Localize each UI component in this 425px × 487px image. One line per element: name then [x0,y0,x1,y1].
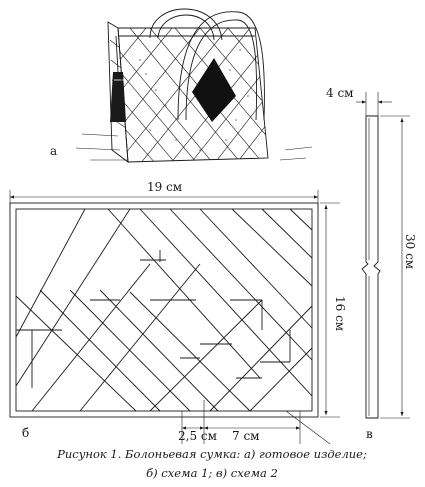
bag-center-diamond [192,58,236,122]
scheme-1: 19 см [9,180,347,445]
bag-handle-left-inner [157,14,215,41]
scheme-1-outer-frame [9,202,319,418]
scheme-1-pattern [15,208,313,412]
bag-handle-left [149,8,223,41]
caption-line-1: Рисунок 1. Болоньевая сумка: а) готовое … [56,447,367,461]
zipper-tassel [110,35,126,122]
strip-small-dimension-label: 2,5 см [178,429,217,443]
caption-line-2: б) схема 1; в) схема 2 [146,466,278,480]
strip-width-label: 4 см [326,86,354,100]
bag-handle-right-inner [185,19,258,121]
figure-caption: Рисунок 1. Болоньевая сумка: а) готовое … [56,447,367,480]
strip-height-label: 30 см [403,234,417,269]
panel-label-v: в [366,427,373,441]
bag-illustration: а [50,8,313,163]
bag-front-panel [117,27,269,163]
strip-body [361,115,381,419]
width-dimension-label: 19 см [147,180,182,194]
strip-large-dimension-label: 7 см [232,429,260,443]
panel-label-b: б [22,426,29,440]
scheme-1-inner-frame [15,208,313,412]
height-dimension-label: 16 см [333,296,347,331]
scheme-2: 4 см 30 см в [326,86,417,441]
panel-label-a: а [50,144,57,158]
bag-patchwork [118,28,268,162]
bag-handle-right [177,11,265,121]
bag-fabric-texture [139,49,249,151]
